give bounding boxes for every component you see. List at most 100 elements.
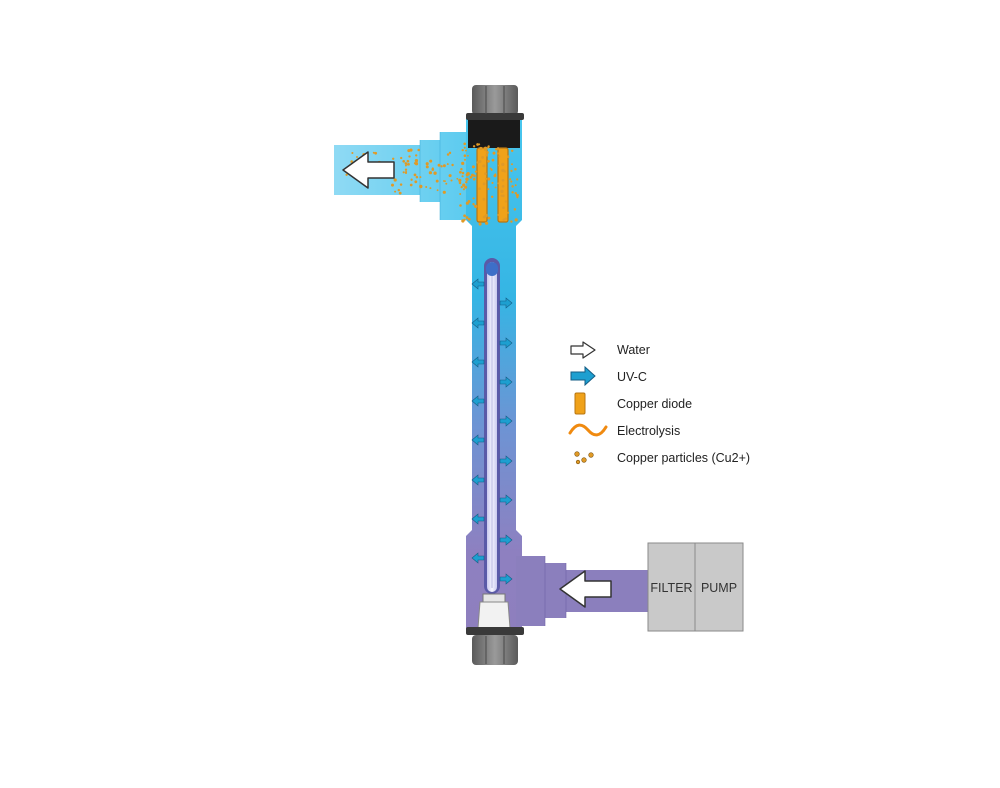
copper-particle bbox=[462, 188, 465, 191]
copper-particle bbox=[397, 188, 401, 192]
copper-particle bbox=[404, 164, 407, 167]
copper-particle bbox=[393, 178, 397, 182]
copper-particle bbox=[351, 151, 354, 155]
copper-particle bbox=[399, 183, 403, 186]
copper-particle bbox=[465, 216, 469, 219]
copper-particle bbox=[510, 169, 513, 172]
copper-particle bbox=[463, 154, 467, 157]
copper-particle bbox=[510, 149, 514, 153]
legend-label-electrolysis: Electrolysis bbox=[617, 424, 680, 438]
copper-particle bbox=[507, 211, 510, 214]
copper-particle bbox=[414, 158, 419, 163]
copper-particle bbox=[436, 189, 439, 192]
copper-particle bbox=[496, 152, 499, 155]
copper-particle bbox=[465, 180, 468, 184]
copper-particle bbox=[460, 168, 463, 171]
copper-particle bbox=[465, 201, 469, 205]
copper-particle bbox=[467, 217, 471, 221]
copper-particle bbox=[484, 177, 488, 181]
copper-particle bbox=[463, 214, 466, 218]
legend-label-copper-diode: Copper diode bbox=[617, 397, 692, 411]
uvc-arrow-icon bbox=[471, 434, 485, 446]
copper-particle bbox=[462, 183, 466, 187]
copper-particle bbox=[409, 183, 413, 187]
copper-particle bbox=[501, 178, 505, 182]
copper-particle bbox=[417, 148, 420, 152]
copper-particle bbox=[407, 163, 410, 166]
copper-particle bbox=[461, 171, 465, 175]
copper-particle bbox=[461, 148, 464, 152]
copper-particle bbox=[502, 206, 505, 209]
copper-particle bbox=[511, 191, 514, 194]
copper-particle bbox=[460, 185, 463, 189]
copper-particle bbox=[482, 182, 486, 186]
copper-particle bbox=[474, 204, 478, 208]
copper-particle bbox=[494, 186, 497, 189]
copper-particle bbox=[458, 178, 462, 182]
copper-particle bbox=[482, 164, 486, 168]
copper-particle bbox=[479, 146, 483, 151]
uvc-lamp bbox=[484, 258, 500, 594]
copper-particle bbox=[515, 193, 519, 197]
uvc-arrow-icon bbox=[471, 356, 485, 368]
copper-particle bbox=[394, 190, 397, 193]
copper-particle bbox=[504, 217, 508, 221]
copper-particle bbox=[509, 178, 512, 181]
copper-particle bbox=[400, 156, 403, 160]
copper-particle bbox=[492, 151, 496, 155]
copper-particle bbox=[473, 174, 476, 178]
uvc-arrow-icon bbox=[499, 573, 513, 585]
copper-particles bbox=[345, 142, 519, 226]
copper-particle bbox=[491, 158, 495, 162]
copper-particle bbox=[398, 191, 402, 195]
copper-particle bbox=[489, 167, 492, 170]
copper-particle bbox=[419, 184, 423, 189]
copper-particle bbox=[374, 151, 378, 155]
uvc-arrow-icon bbox=[471, 278, 485, 290]
copper-particle bbox=[484, 172, 487, 176]
white-arrow-icon bbox=[570, 341, 596, 359]
uvc-arrow-icon bbox=[499, 337, 513, 349]
pump-label: PUMP bbox=[701, 581, 737, 595]
copper-particle bbox=[478, 160, 482, 163]
copper-particle bbox=[491, 181, 494, 184]
copper-particle bbox=[414, 162, 419, 166]
legend-item-uvc: UV-C bbox=[570, 365, 647, 387]
copper-particle bbox=[487, 177, 491, 181]
copper-particle bbox=[408, 155, 411, 158]
copper-particle bbox=[419, 176, 422, 179]
copper-particle bbox=[487, 188, 490, 191]
copper-particle bbox=[487, 159, 490, 163]
copper-particle bbox=[446, 163, 449, 166]
copper-particle bbox=[481, 155, 485, 159]
copper-particle bbox=[510, 220, 513, 223]
copper-particle bbox=[501, 184, 505, 188]
copper-particle bbox=[483, 146, 488, 150]
copper-particle bbox=[463, 146, 466, 149]
copper-particle bbox=[472, 145, 476, 148]
copper-particle bbox=[494, 148, 498, 151]
copper-particle bbox=[407, 149, 411, 153]
orange-dots-icon bbox=[574, 451, 594, 465]
uvc-arrow-icon bbox=[471, 395, 485, 407]
copper-particle bbox=[350, 160, 353, 163]
filter-label: FILTER bbox=[650, 581, 692, 595]
copper-particle bbox=[502, 218, 505, 221]
copper-particle bbox=[496, 147, 500, 150]
copper-particle bbox=[500, 189, 504, 194]
uvc-rays bbox=[471, 278, 513, 585]
copper-particle bbox=[456, 177, 459, 180]
copper-particle bbox=[478, 222, 482, 226]
legend-label-water: Water bbox=[617, 343, 650, 357]
copper-particle bbox=[429, 159, 433, 163]
uvc-arrow-icon bbox=[471, 474, 485, 486]
legend-label-uvc: UV-C bbox=[617, 370, 647, 384]
copper-particle bbox=[429, 187, 432, 190]
copper-particle bbox=[425, 186, 428, 188]
copper-particle bbox=[461, 175, 464, 178]
uvc-arrow-icon bbox=[499, 455, 513, 467]
copper-particle bbox=[459, 170, 462, 174]
copper-particle bbox=[476, 143, 479, 146]
copper-particle bbox=[415, 175, 419, 179]
copper-particle bbox=[472, 203, 475, 206]
